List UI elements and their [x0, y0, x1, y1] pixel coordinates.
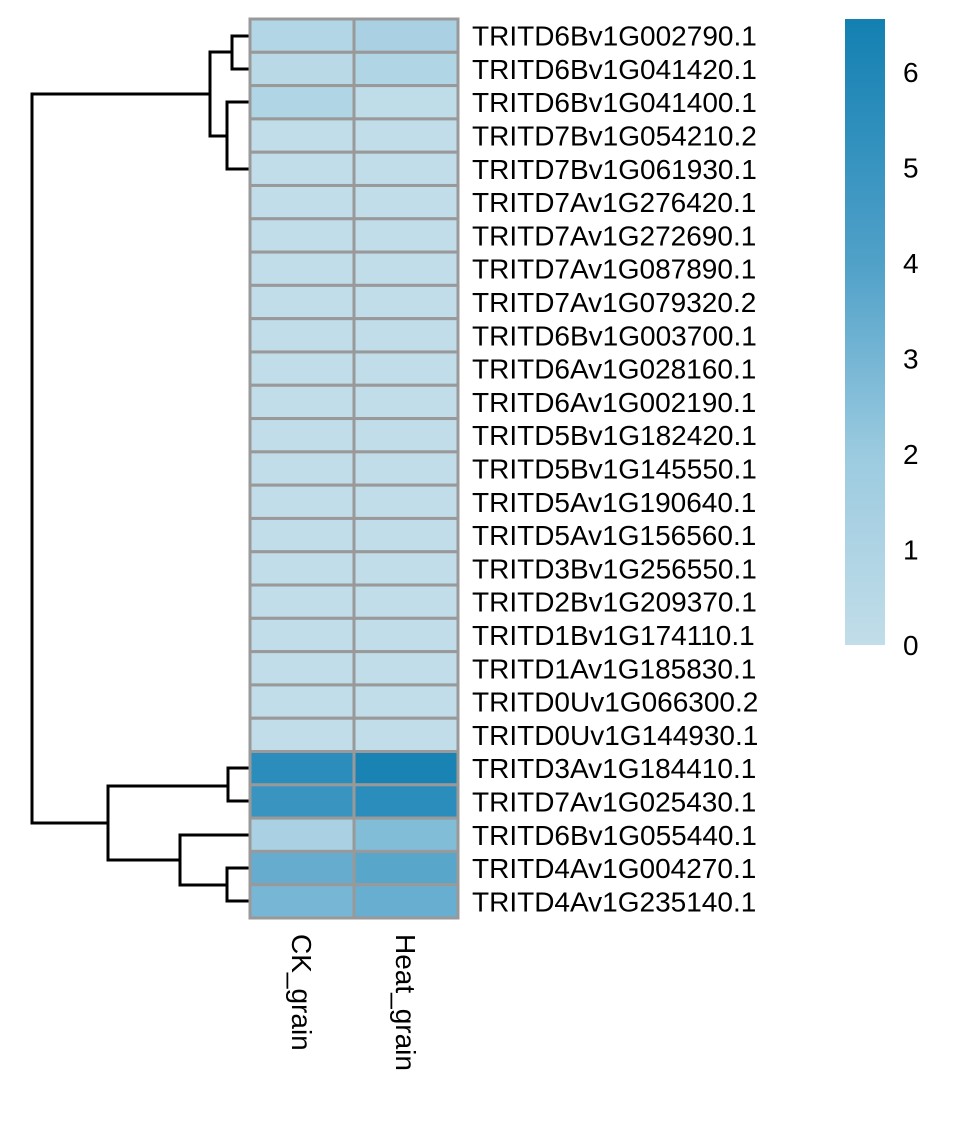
heatmap-cell: [248, 650, 356, 687]
heatmap-cell: [352, 750, 460, 787]
heatmap-cell: [352, 117, 460, 154]
heatmap-cell: [352, 150, 460, 187]
heatmap-cell: [352, 283, 460, 321]
row-label: TRITD2Bv1G209370.1: [472, 587, 757, 618]
legend-tick-label: 1: [903, 535, 919, 566]
heatmap-cell: [352, 650, 460, 687]
row-label: TRITD5Av1G190640.1: [472, 487, 756, 518]
row-label: TRITD7Bv1G054210.2: [472, 121, 757, 152]
row-label: TRITD1Bv1G174110.1: [472, 620, 755, 651]
heatmap-cell: [248, 383, 356, 421]
heatmap-cell: [352, 50, 460, 88]
row-label: TRITD1Av1G185830.1: [472, 653, 756, 684]
heatmap-cell: [352, 583, 460, 620]
legend-tick-label: 6: [903, 57, 919, 88]
row-label: TRITD7Av1G087890.1: [472, 254, 756, 285]
heatmap-cell: [248, 616, 356, 654]
heatmap-cell: [352, 683, 460, 720]
heatmap-cell: [352, 450, 460, 487]
row-label: TRITD6Bv1G055440.1: [472, 820, 757, 851]
row-label: TRITD6Av1G002190.1: [472, 387, 756, 418]
heatmap-cell: [352, 849, 460, 887]
heatmap-cell: [248, 17, 356, 54]
row-label: TRITD7Bv1G061930.1: [472, 154, 757, 185]
heatmap-cell: [248, 417, 356, 454]
row-label: TRITD7Av1G025430.1: [472, 786, 756, 817]
heatmap-cell: [352, 383, 460, 421]
heatmap-cell: [352, 84, 460, 121]
row-label: TRITD0Uv1G144930.1: [472, 720, 758, 751]
heatmap-cell: [352, 516, 460, 554]
heatmap-cell: [352, 350, 460, 387]
row-label: TRITD6Bv1G041400.1: [472, 87, 757, 118]
row-label: TRITD4Av1G235140.1: [472, 886, 756, 917]
heatmap-cell: [248, 849, 356, 887]
row-label: TRITD5Av1G156560.1: [472, 520, 756, 551]
heatmap-cell: [248, 350, 356, 387]
heatmap-cell: [248, 84, 356, 121]
heatmap-cell: [248, 117, 356, 154]
row-dendrogram: [30, 34, 252, 903]
heatmap-cell: [352, 716, 460, 754]
heatmap-cell: [248, 483, 356, 520]
legend-tick-label: 2: [903, 439, 919, 470]
heatmap-cell: [248, 150, 356, 187]
row-label: TRITD4Av1G004270.1: [472, 853, 756, 884]
heatmap-cell: [352, 483, 460, 520]
heatmap-cell: [352, 217, 460, 254]
legend-tick-label: 4: [903, 248, 919, 279]
heatmap-cell: [248, 183, 356, 221]
heatmap-cell: [248, 550, 356, 587]
heatmap-cell: [248, 283, 356, 321]
row-label: TRITD7Av1G079320.2: [472, 287, 756, 318]
heatmap-cell: [248, 50, 356, 88]
column-label: Heat_grain: [390, 934, 421, 1071]
heatmap-cell: [352, 183, 460, 221]
heatmap-cell: [248, 516, 356, 554]
heatmap-cell: [248, 683, 356, 720]
heatmap-cell: [352, 883, 460, 920]
heatmap-cell: [352, 17, 460, 54]
row-label: TRITD0Uv1G066300.2: [472, 687, 758, 718]
heatmap-cell: [248, 750, 356, 787]
legend-tick-label: 0: [903, 630, 919, 661]
row-label: TRITD7Av1G276420.1: [472, 187, 756, 218]
color-legend-bar: [845, 19, 885, 645]
heatmap-cell: [352, 417, 460, 454]
heatmap-cell: [352, 550, 460, 587]
heatmap-cell: [248, 217, 356, 254]
row-label: TRITD5Bv1G145550.1: [472, 454, 757, 485]
row-label: TRITD6Av1G028160.1: [472, 354, 756, 385]
heatmap-cell: [352, 783, 460, 820]
legend-tick-label: 3: [903, 344, 919, 375]
heatmap-cell: [248, 583, 356, 620]
row-label: TRITD6Bv1G041420.1: [472, 54, 757, 85]
heatmap-cell: [248, 317, 356, 354]
column-label: CK_grain: [286, 934, 317, 1051]
heatmap-cell: [248, 783, 356, 820]
heatmap-cell: [352, 616, 460, 654]
row-label: TRITD3Av1G184410.1: [472, 753, 756, 784]
heatmap-cell: [352, 317, 460, 354]
heatmap-cell: [352, 250, 460, 287]
row-label: TRITD5Bv1G182420.1: [472, 420, 757, 451]
heatmap-cell: [248, 816, 356, 853]
row-label: TRITD6Bv1G003700.1: [472, 320, 757, 351]
heatmap-cell: [248, 250, 356, 287]
heatmap-cell: [248, 716, 356, 754]
heatmap-cell: [248, 450, 356, 487]
heatmap-cell: [248, 883, 356, 920]
row-label: TRITD6Bv1G002790.1: [472, 21, 757, 52]
heatmap-cell: [352, 816, 460, 853]
legend-tick-label: 5: [903, 153, 919, 184]
row-label: TRITD7Av1G272690.1: [472, 220, 756, 251]
row-label: TRITD3Bv1G256550.1: [472, 553, 757, 584]
